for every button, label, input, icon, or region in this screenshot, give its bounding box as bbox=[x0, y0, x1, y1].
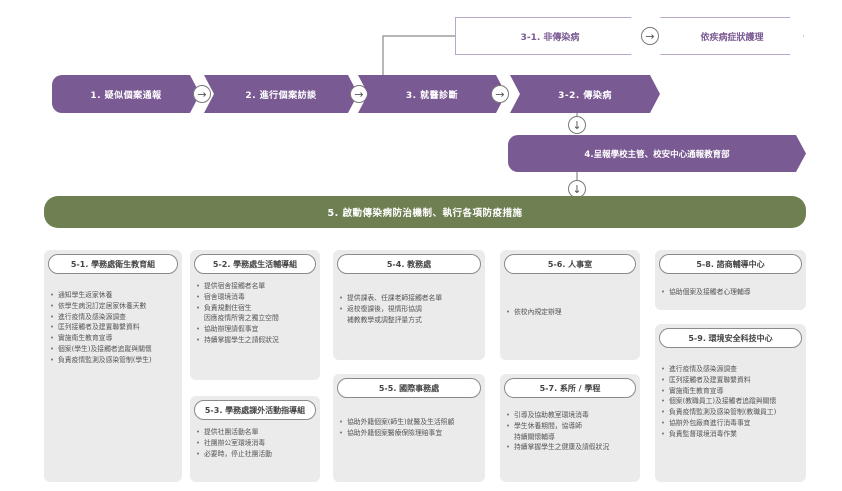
list-item: 必要時，停止社團活動 bbox=[196, 449, 272, 460]
step-4-escalate: 4.呈報學校主管、校安中心通報教育部 bbox=[508, 135, 806, 172]
arrow-right-icon: → bbox=[193, 85, 211, 103]
list-item: 返校復課後，視情形協調 bbox=[339, 304, 442, 315]
list-item: 依校內規定辦理 bbox=[506, 307, 562, 318]
panel-title: 5-1. 學務處衛生教育組 bbox=[48, 254, 178, 274]
list-item-continued: 持續關懷輔導 bbox=[514, 432, 555, 441]
care-by-symptom: 依疾病症狀護理 bbox=[660, 17, 804, 55]
list-item-continued: 因應疫情所需之獨立空間 bbox=[204, 314, 279, 323]
list-item: 負責監督環境消毒作業 bbox=[661, 429, 776, 440]
list-item: 個案(教職員工)及接觸者追蹤與關懷 bbox=[661, 396, 776, 407]
panel-5-1: 5-1. 學務處衛生教育組 通知學生返家休養 依學生病況訂定居家休養天數 進行疫… bbox=[44, 250, 182, 482]
item-list: 提供社團活動名單 社團辦公室環境消毒 必要時，停止社團活動 bbox=[196, 427, 272, 459]
list-item: 通知學生返家休養 bbox=[50, 290, 152, 301]
list-item: 負責規劃住宿生 bbox=[196, 303, 279, 314]
panel-5-6: 5-6. 人事室 依校內規定辦理 bbox=[500, 250, 640, 360]
step-3-label: 3. 就醫診斷 bbox=[405, 90, 459, 101]
list-item: 宿舍環境消毒 bbox=[196, 292, 279, 303]
step-3-1-non-infectious: 3-1. 非傳染病 bbox=[455, 17, 645, 55]
step-3-2-infectious: 3-2. 傳染病 bbox=[510, 75, 660, 113]
item-list: 引導及協助教室環境消毒 學生休養期間，協導師 持續關懷輔導 持續掌握學生之健康及… bbox=[506, 410, 609, 453]
list-item: 匡列接觸者及建置聯繫資料 bbox=[661, 375, 776, 386]
arrow-right-icon: → bbox=[491, 85, 509, 103]
step-5-activate: 5. 啟動傳染病防治機制、執行各項防疫措施 bbox=[44, 196, 806, 228]
list-item: 進行疫情及感染源調查 bbox=[661, 364, 776, 375]
list-item: 協助個案及接觸者心理輔導 bbox=[661, 287, 751, 298]
panel-title: 5-5. 國際事務處 bbox=[337, 378, 481, 398]
arrow-right-icon: → bbox=[641, 27, 659, 45]
item-list: 協助外籍個案(師生)就醫及生活照顧 協助外籍個案醫療保險理賠事宜 bbox=[339, 417, 454, 439]
list-item: 依學生病況訂定居家休養天數 bbox=[50, 301, 152, 312]
item-list: 進行疫情及感染源調查 匡列接觸者及建置聯繫資料 實施衛生教育宣導 個案(教職員工… bbox=[661, 364, 776, 440]
step-4-label: 4.呈報學校主管、校安中心通報教育部 bbox=[584, 149, 730, 160]
panel-5-3: 5-3. 學務處課外活動指導組 提供社團活動名單 社團辦公室環境消毒 必要時，停… bbox=[190, 396, 320, 482]
list-item: 負責疫情監測及感染管制(學生) bbox=[50, 355, 152, 366]
step-3-2-label: 3-2. 傳染病 bbox=[558, 90, 612, 101]
list-item: 實施衛生教育宣導 bbox=[661, 386, 776, 397]
item-list: 通知學生返家休養 依學生病況訂定居家休養天數 進行疫情及感染源調查 匡列接觸者及… bbox=[50, 290, 152, 366]
item-list: 提供課表、任課老師接觸者名單 返校復課後，視情形協調 補教教學或調整評量方式 bbox=[339, 293, 442, 325]
panel-title: 5-7. 系所 / 學程 bbox=[504, 378, 636, 398]
step-1-label: 1. 疑似個案通報 bbox=[90, 90, 162, 101]
panel-5-4: 5-4. 教務處 提供課表、任課老師接觸者名單 返校復課後，視情形協調 補教教學… bbox=[333, 250, 485, 360]
list-item: 進行疫情及感染源調查 bbox=[50, 312, 152, 323]
list-item: 協辦外包廠商進行消毒事宜 bbox=[661, 418, 776, 429]
list-item: 提供宿舍接觸者名單 bbox=[196, 281, 279, 292]
step-2-label: 2. 進行個案訪談 bbox=[245, 90, 317, 101]
list-item: 提供社團活動名單 bbox=[196, 427, 272, 438]
list-item: 持續掌握學生之健康及請假狀況 bbox=[506, 442, 609, 453]
panel-title: 5-8. 諮商輔導中心 bbox=[659, 254, 802, 274]
panel-5-2: 5-2. 學務處生活輔導組 提供宿舍接觸者名單 宿舍環境消毒 負責規劃住宿生 因… bbox=[190, 250, 320, 380]
panel-5-7: 5-7. 系所 / 學程 引導及協助教室環境消毒 學生休養期間，協導師 持續關懷… bbox=[500, 374, 640, 482]
list-item: 持續掌握學生之請假狀況 bbox=[196, 335, 279, 346]
item-list: 依校內規定辦理 bbox=[506, 307, 562, 318]
step-2-interview: 2. 進行個案訪談 bbox=[204, 75, 358, 113]
list-item: 協助外籍個案(師生)就醫及生活照顧 bbox=[339, 417, 454, 428]
list-item: 實施衛生教育宣導 bbox=[50, 333, 152, 344]
list-item: 負責疫情監測及感染管制(教職員工) bbox=[661, 407, 776, 418]
list-item: 協助外籍個案醫療保險理賠事宜 bbox=[339, 428, 454, 439]
list-item: 社團辦公室環境消毒 bbox=[196, 438, 272, 449]
step-5-label: 5. 啟動傳染病防治機制、執行各項防疫措施 bbox=[327, 208, 523, 219]
arrow-right-icon: → bbox=[350, 85, 368, 103]
step-1-report: 1. 疑似個案通報 bbox=[52, 75, 200, 113]
step-3-diagnosis: 3. 就醫診斷 bbox=[358, 75, 506, 113]
item-list: 提供宿舍接觸者名單 宿舍環境消毒 負責規劃住宿生 因應疫情所需之獨立空間 協助辦… bbox=[196, 281, 279, 346]
arrow-down-icon: ↓ bbox=[568, 116, 586, 134]
list-item: 協助辦理請假事宜 bbox=[196, 324, 279, 335]
list-item: 學生休養期間，協導師 bbox=[506, 421, 609, 432]
list-item: 提供課表、任課老師接觸者名單 bbox=[339, 293, 442, 304]
step-3-1-label: 3-1. 非傳染病 bbox=[520, 32, 580, 43]
panel-title: 5-9. 環境安全科技中心 bbox=[659, 328, 802, 348]
list-item-continued: 補教教學或調整評量方式 bbox=[347, 315, 422, 324]
list-item: 引導及協助教室環境消毒 bbox=[506, 410, 609, 421]
panel-5-9: 5-9. 環境安全科技中心 進行疫情及感染源調查 匡列接觸者及建置聯繫資料 實施… bbox=[655, 324, 806, 482]
list-item: 個案(學生)及接觸者追蹤與關懷 bbox=[50, 344, 152, 355]
panel-title: 5-3. 學務處課外活動指導組 bbox=[194, 400, 316, 420]
panel-title: 5-4. 教務處 bbox=[337, 254, 481, 274]
panel-5-8: 5-8. 諮商輔導中心 協助個案及接觸者心理輔導 bbox=[655, 250, 806, 310]
care-label: 依疾病症狀護理 bbox=[700, 32, 764, 43]
branch-line-non-infectious bbox=[382, 35, 457, 75]
list-item: 匡列接觸者及建置聯繫資料 bbox=[50, 322, 152, 333]
panel-title: 5-2. 學務處生活輔導組 bbox=[194, 254, 316, 274]
panel-5-5: 5-5. 國際事務處 協助外籍個案(師生)就醫及生活照顧 協助外籍個案醫療保險理… bbox=[333, 374, 485, 482]
panel-title: 5-6. 人事室 bbox=[504, 254, 636, 274]
item-list: 協助個案及接觸者心理輔導 bbox=[661, 287, 751, 298]
